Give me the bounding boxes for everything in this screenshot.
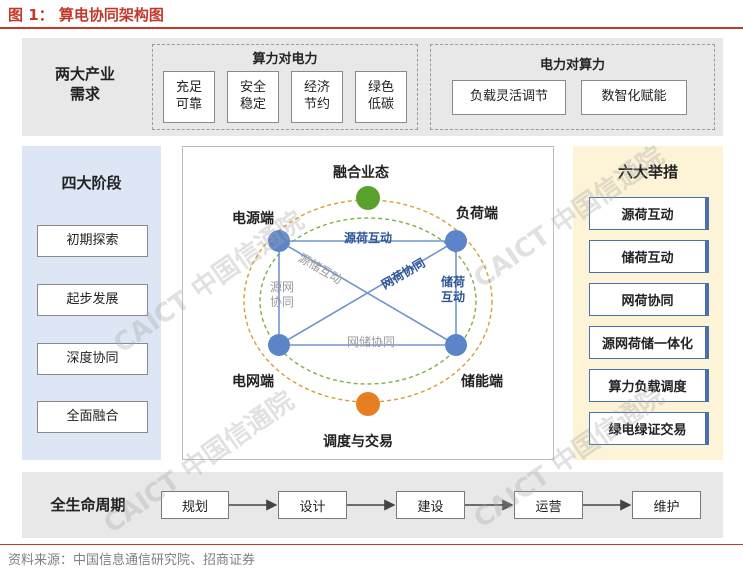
edge-label-source-load: 源荷互动 xyxy=(344,231,393,245)
demand-box-2-line-2: 稳定 xyxy=(239,97,266,112)
node-load-label: 负荷端 xyxy=(456,206,498,222)
stage-item-1: 初期探索 xyxy=(37,225,148,257)
top-band-label-line-1: 两大产业 xyxy=(54,65,115,83)
lifecycle-stage-maintain: 维护 xyxy=(632,491,701,519)
edge-label-source-grid-line-2: 协同 xyxy=(270,295,295,309)
lifecycle-label: 全生命周期 xyxy=(50,496,126,514)
demand-box-3: 经济节约 xyxy=(291,71,343,123)
demand-box-3-line-1: 经济 xyxy=(303,80,330,96)
lifecycle-stage-design: 设计 xyxy=(278,491,347,519)
demand-box-1-line-1: 充足 xyxy=(175,80,202,96)
lifecycle-stage-plan: 规划 xyxy=(161,491,229,519)
stage-item-4: 全面融合 xyxy=(37,401,148,433)
title-rule xyxy=(0,27,743,29)
node-fusion-dot xyxy=(356,186,380,210)
power-to-compute-title: 电力对算力 xyxy=(539,58,605,73)
edge-label-load-storage-line-2: 互动 xyxy=(441,290,466,304)
edge-label-source-grid: 源网 协同 xyxy=(270,280,294,310)
top-band-label-line-2: 需求 xyxy=(69,85,100,104)
footer-rule xyxy=(0,544,743,545)
source-note: 资料来源：中国信息通信研究院、招商证券 xyxy=(8,553,256,568)
top-band-label: 两大产业 需求 xyxy=(30,64,140,105)
node-dispatch-dot xyxy=(356,392,380,416)
node-load-dot xyxy=(445,230,467,252)
node-grid-dot xyxy=(268,334,290,356)
inner-dashed-ring xyxy=(259,217,477,385)
measure-item-1: 源荷互动 xyxy=(589,197,709,230)
measure-item-5: 算力负载调度 xyxy=(589,369,709,402)
edge-label-source-grid-line-1: 源网 xyxy=(270,280,295,294)
demand-flexible-load: 负载灵活调节 xyxy=(452,80,566,115)
node-storage-dot xyxy=(445,334,467,356)
demand-box-3-line-2: 节约 xyxy=(303,97,330,112)
lifecycle-stage-build: 建设 xyxy=(396,491,465,519)
demand-digital-enable: 数智化赋能 xyxy=(581,80,687,115)
synergy-diagram xyxy=(243,186,493,416)
lifecycle-stage-operate: 运营 xyxy=(514,491,583,519)
edge-grid-load xyxy=(278,240,457,346)
node-power-source-label: 电源端 xyxy=(232,211,274,227)
node-dispatch-label: 调度与交易 xyxy=(323,434,393,450)
demand-box-4-line-1: 绿色 xyxy=(367,80,394,96)
edge-label-grid-storage: 网储协同 xyxy=(347,335,396,349)
node-storage-label: 储能端 xyxy=(461,374,503,390)
measure-item-4: 源网荷储一体化 xyxy=(589,326,709,359)
measure-item-6: 绿电绿证交易 xyxy=(589,412,709,445)
demand-box-2-line-1: 安全 xyxy=(239,80,266,96)
node-fusion-label: 融合业态 xyxy=(333,165,389,181)
stage-item-2: 起步发展 xyxy=(37,284,148,316)
compute-to-power-group xyxy=(152,44,418,130)
stage-item-3: 深度协同 xyxy=(37,343,148,375)
demand-box-4: 绿色低碳 xyxy=(355,71,407,123)
six-measures-title: 六大举措 xyxy=(617,163,678,181)
four-stages-title: 四大阶段 xyxy=(61,174,122,192)
demand-box-1-line-2: 可靠 xyxy=(175,97,202,112)
node-power-source-dot xyxy=(268,230,290,252)
demand-box-1: 充足可靠 xyxy=(163,71,215,123)
node-grid-label: 电网端 xyxy=(232,374,274,390)
measure-item-3: 网荷协同 xyxy=(589,283,709,316)
edge-label-load-storage: 储荷 互动 xyxy=(441,275,465,305)
compute-to-power-title: 算力对电力 xyxy=(252,52,318,67)
demand-box-4-line-2: 低碳 xyxy=(367,97,394,112)
edge-label-load-storage-line-1: 储荷 xyxy=(441,275,466,289)
figure-title: 图 1： 算电协同架构图 xyxy=(8,6,164,24)
measure-item-2: 储荷互动 xyxy=(589,240,709,273)
demand-box-2: 安全稳定 xyxy=(227,71,279,123)
power-to-compute-group xyxy=(430,44,715,130)
